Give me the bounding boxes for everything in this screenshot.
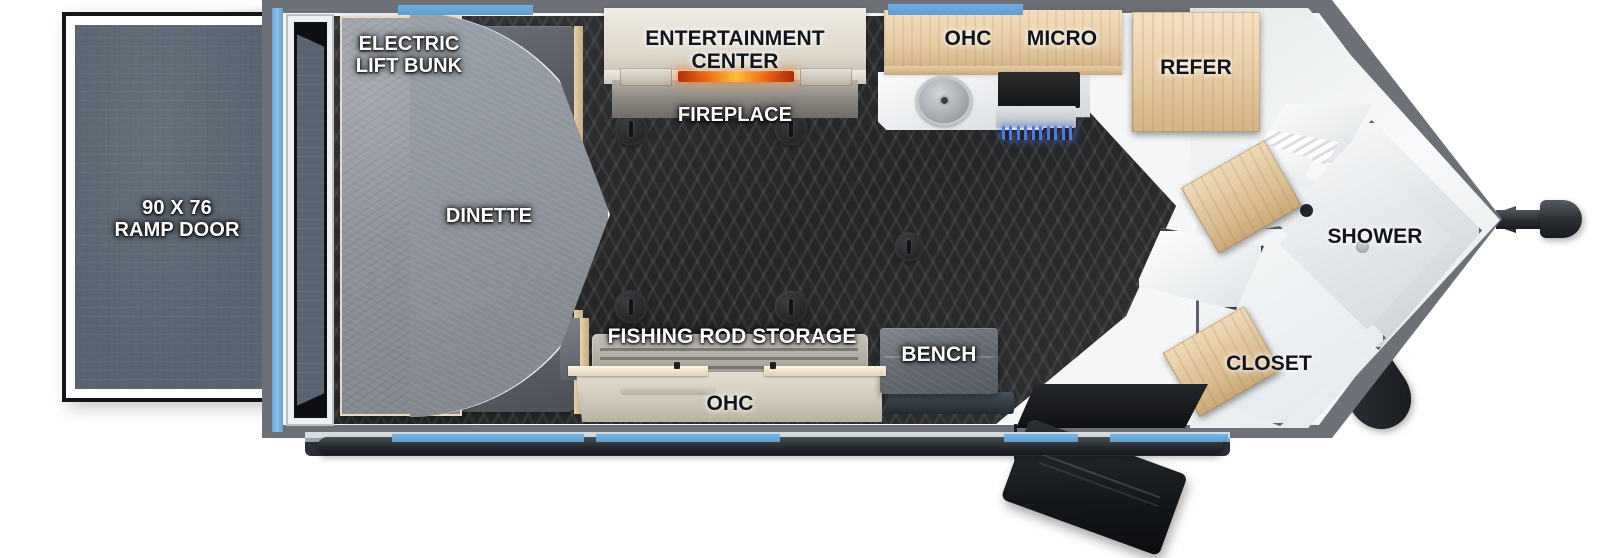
kitchen-overhead-cabinet-lip [884,66,1122,75]
microwave-appliance[interactable] [998,72,1080,108]
tie-down-d-ring[interactable] [894,232,924,262]
kitchen-overhead-cabinet[interactable] [884,10,1122,70]
toilet-bowl-icon [1300,204,1313,217]
ramp-door-panel [75,25,277,389]
rod-slot [600,348,858,351]
fireplace-body[interactable] [612,80,858,118]
entertainment-center-cabinet[interactable] [604,8,866,74]
cabinet-handle-icon[interactable] [620,386,716,395]
sink-drain-icon [941,97,948,104]
rod-clip-icon [770,362,776,369]
shower-drain-icon [1356,240,1369,253]
lower-overhead-cabinet[interactable] [576,372,882,422]
rod-rail [764,366,886,376]
refrigerator[interactable] [1132,12,1260,132]
roof-blue-accent-stripe [888,4,1023,15]
lower-cabinet-end-block [560,318,582,380]
rod-slot [600,357,858,360]
dinette-trim [574,26,583,144]
ramp-door-outer-frame [62,12,290,402]
lower-cabinet-post [580,318,589,376]
ramp-hinge-shade-top [150,2,296,14]
side-blue-accent-stripe [1110,434,1228,442]
tie-down-d-ring[interactable] [774,290,808,324]
fireplace-side-panel [800,68,852,86]
bench-base [888,392,1014,414]
bench-seam [884,356,994,358]
rod-clip-icon [674,362,680,369]
side-blue-accent-stripe [1004,434,1078,442]
ramp-door-inner-frame [66,16,286,398]
ramp-door[interactable] [62,12,290,402]
tie-down-d-ring[interactable] [614,290,648,324]
side-blue-accent-stripe [596,434,780,442]
side-blue-accent-stripe [392,434,584,442]
rod-rail [568,366,708,376]
fireplace-side-panel [620,68,672,86]
cooktop-appliance[interactable] [996,106,1076,128]
fireplace-flame-icon [678,71,794,82]
rear-door-frame-inner [294,22,327,418]
bench-seat[interactable] [880,328,998,394]
hitch-coupler [1540,200,1582,238]
cooktop-burners-icon [1002,126,1074,140]
entry-step[interactable] [1016,384,1208,428]
rod-slot [600,366,858,369]
roof-blue-accent-stripe [398,5,533,15]
rear-blue-accent-stripe [272,8,283,432]
hitch-tongue [1496,210,1552,229]
